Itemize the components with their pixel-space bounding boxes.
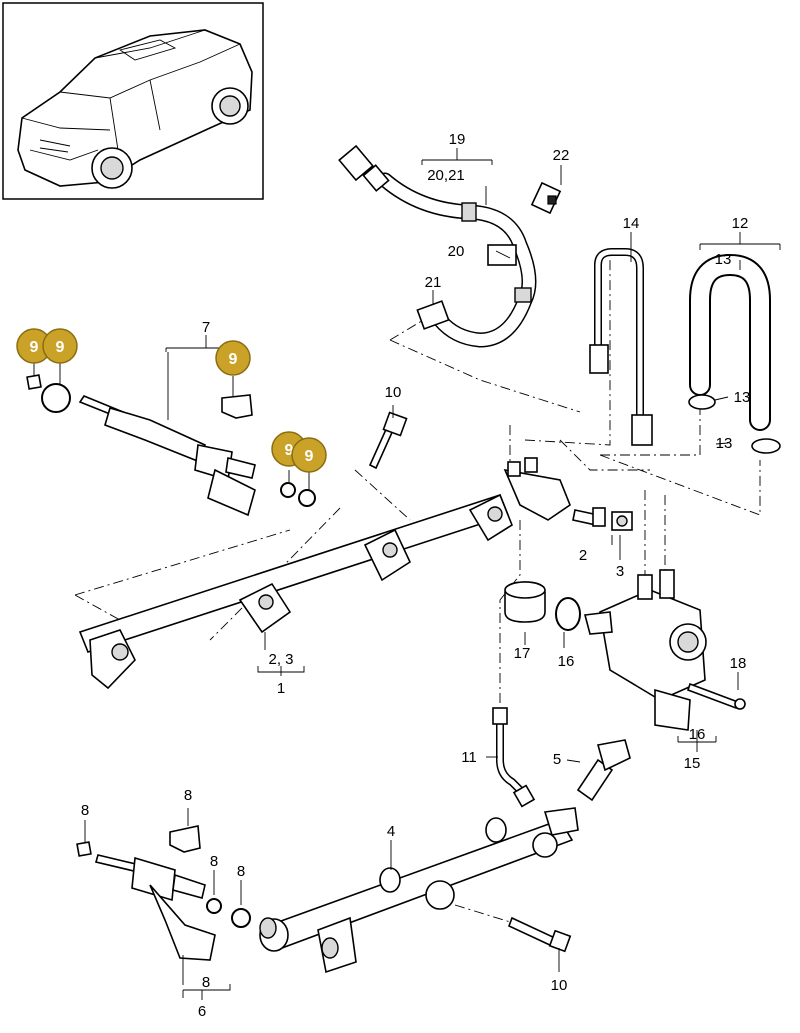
callout-labels: 19 20,21 22 20 21 14 12 13 13 13 7 10 2 … (81, 131, 751, 1020)
fittings-2-3 (572, 507, 633, 531)
label-2: 2 (579, 547, 587, 564)
label-13-top: 13 (715, 251, 732, 268)
label-8-seal-small: 8 (210, 853, 218, 870)
badge-9-b-label: 9 (56, 339, 65, 356)
injector-upper (26, 374, 316, 517)
badge-9-c (215, 340, 251, 376)
label-1: 1 (277, 680, 285, 697)
pressure-sensor-5 (576, 739, 631, 802)
label-21: 21 (425, 274, 442, 291)
label-16-bracket: 16 (689, 726, 706, 743)
label-10-lower: 10 (551, 977, 568, 994)
badge-9-d-label: 9 (285, 442, 294, 459)
fuel-line-19 (338, 144, 562, 348)
line-11 (492, 707, 536, 808)
injector-lower (76, 825, 251, 961)
label-16-seal: 16 (558, 653, 575, 670)
label-5: 5 (553, 751, 561, 768)
badge-9-e-label: 9 (305, 448, 314, 465)
label-8-clip: 8 (184, 787, 192, 804)
high-pressure-pump (504, 569, 746, 731)
label-13-mid: 13 (734, 389, 751, 406)
label-15: 15 (684, 755, 701, 772)
fuel-rail-upper (78, 457, 571, 690)
vehicle-thumbnail (2, 2, 264, 200)
label-8-seal-large: 8 (237, 863, 245, 880)
label-4: 4 (387, 823, 395, 840)
label-20: 20 (448, 243, 465, 260)
hose-12 (688, 253, 781, 454)
label-8-bracket: 8 (202, 974, 210, 991)
label-22: 22 (553, 147, 570, 164)
label-14: 14 (623, 215, 640, 232)
label-11: 11 (461, 749, 477, 766)
label-2-3: 2, 3 (268, 651, 293, 668)
bolt-10-upper (368, 411, 408, 470)
assembly-lines (74, 250, 761, 926)
label-8-pin: 8 (81, 802, 89, 819)
bolt-10-lower (507, 916, 572, 953)
pipe-14 (589, 248, 653, 446)
label-13-low: 13 (716, 435, 733, 452)
label-7: 7 (202, 319, 210, 336)
label-20-21: 20,21 (427, 167, 465, 184)
label-3: 3 (616, 563, 624, 580)
badge-9-b (42, 328, 78, 364)
label-18: 18 (730, 655, 747, 672)
badges-9: 9 9 9 9 9 (16, 328, 327, 473)
badge-9-c-label: 9 (229, 351, 238, 368)
leader-lines (33, 148, 781, 1000)
label-12: 12 (732, 215, 749, 232)
label-10-upper: 10 (385, 384, 402, 401)
label-17: 17 (514, 645, 531, 662)
fuel-rail-lower (259, 807, 579, 974)
label-6: 6 (198, 1003, 206, 1020)
label-19: 19 (449, 131, 466, 148)
badge-9-e (291, 437, 327, 473)
badge-9-a-label: 9 (30, 339, 39, 356)
